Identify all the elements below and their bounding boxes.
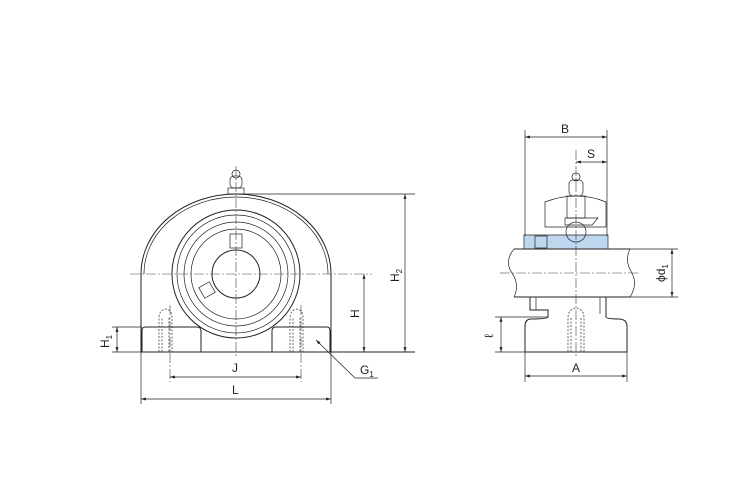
label-B: B <box>561 122 569 136</box>
shaft <box>514 248 630 298</box>
label-l: ℓ <box>482 334 496 338</box>
label-S: S <box>587 147 595 161</box>
left-foot <box>141 326 202 352</box>
leader-G1 <box>315 339 378 379</box>
set-screw <box>534 235 548 249</box>
label-L: L <box>232 383 239 397</box>
label-H: H <box>348 309 362 318</box>
label-d1: ϕd1 <box>654 264 670 282</box>
label-H1: H1 <box>98 334 114 348</box>
inner-ring-section <box>524 235 608 249</box>
front-view: H2 H H1 J L G1 <box>98 166 415 404</box>
side-view: B S ϕd1 ℓ A <box>482 122 678 382</box>
set-screw-side <box>198 281 216 299</box>
label-A: A <box>572 361 580 375</box>
right-foot <box>271 326 331 352</box>
label-H2: H2 <box>388 268 404 282</box>
label-J: J <box>232 361 238 375</box>
label-G1: G1 <box>360 363 374 379</box>
bolt-holes <box>158 308 304 352</box>
